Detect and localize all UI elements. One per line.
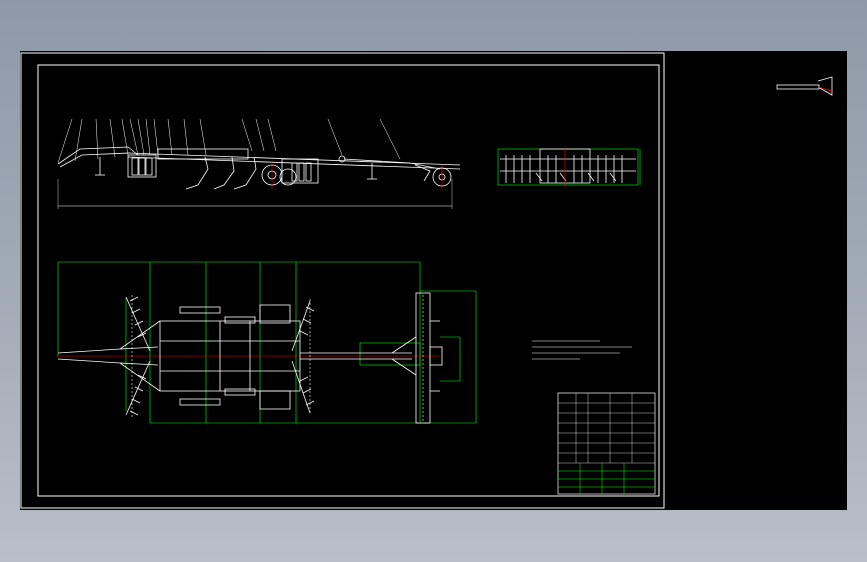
cad-viewport[interactable] (20, 51, 847, 510)
title-block (557, 392, 656, 495)
sheet-inner-frame (37, 64, 660, 497)
end-view (497, 147, 641, 187)
stray-entity (776, 76, 833, 96)
plan-view (56, 261, 477, 424)
part-leaders (57, 118, 401, 164)
sheet-outer-border (20, 52, 665, 509)
plan-dimensions (57, 261, 477, 424)
cad-drawing (20, 52, 833, 509)
side-centerlines (271, 161, 443, 189)
side-elevation-view (57, 118, 461, 209)
technical-notes (532, 340, 632, 360)
